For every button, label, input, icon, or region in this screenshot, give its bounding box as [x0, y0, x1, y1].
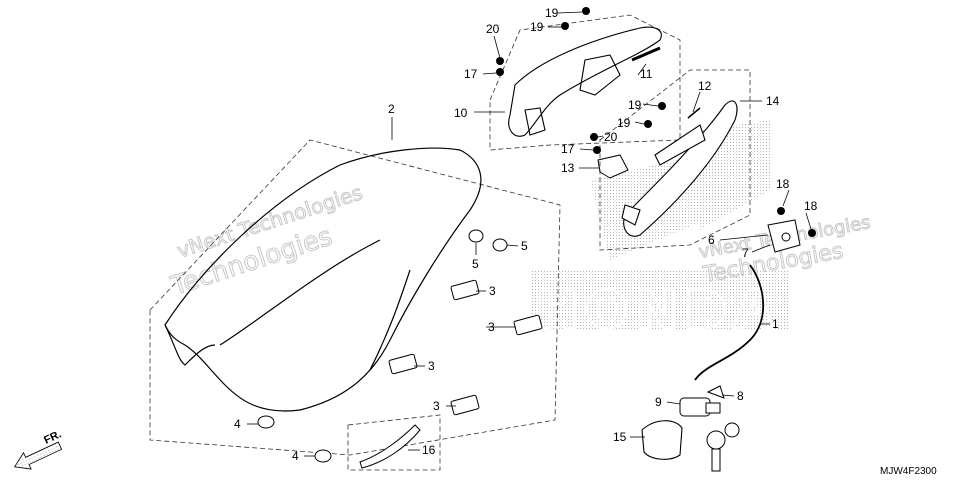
front-arrow-icon: [13, 441, 63, 470]
brand-logo-text: HONDA: [535, 281, 780, 341]
callout-8: 8: [737, 389, 744, 403]
callout-3-c: 3: [428, 359, 435, 373]
callout-3-a: 3: [489, 284, 496, 298]
rubber-strip: [631, 46, 661, 62]
callout-13: 13: [561, 161, 575, 175]
seat-band: [359, 424, 421, 469]
seat-lock: [767, 219, 801, 253]
callout-6: 6: [708, 233, 715, 247]
callout-2: 2: [388, 102, 395, 116]
seat-bracket: [597, 154, 629, 179]
callout-3-b: 3: [488, 320, 495, 334]
callout-10: 10: [454, 106, 468, 120]
callout-20-lower: 20: [604, 130, 618, 144]
grab-rail: [508, 26, 662, 137]
seat-assembly-outline: [149, 139, 561, 456]
callout-12: 12: [698, 79, 712, 93]
callout-5-right: 5: [521, 239, 528, 253]
callout-4-a: 4: [234, 417, 241, 431]
callout-19-mid: 19: [628, 98, 642, 112]
callout-14: 14: [766, 94, 780, 108]
bolt-12: [687, 107, 701, 119]
callout-17-upper: 17: [464, 67, 478, 81]
callout-19-lower: 19: [617, 116, 631, 130]
keys: [706, 422, 740, 472]
diagram-code: MJW4F2300: [880, 466, 937, 477]
callout-16: 16: [422, 443, 436, 457]
callout-3-d: 3: [433, 399, 440, 413]
front-label: FR.: [42, 428, 63, 446]
main-seat: [164, 147, 482, 412]
callout-4-b: 4: [292, 449, 299, 463]
callout-18-left: 18: [776, 177, 790, 191]
callout-20-upper: 20: [486, 22, 500, 36]
callout-1: 1: [772, 317, 779, 331]
callout-15: 15: [613, 430, 627, 444]
bolts: [496, 7, 816, 237]
callout-19-top: 19: [545, 6, 559, 20]
seat-band-outline: [347, 414, 441, 471]
callout-11: 11: [640, 67, 653, 81]
seat-lock-cable: [694, 264, 765, 381]
dampers: [257, 229, 508, 463]
grab-rail-assembly-outline: [489, 14, 681, 151]
cushions: [388, 279, 543, 416]
callout-7: 7: [742, 246, 749, 260]
callout-17-lower: 17: [561, 142, 575, 156]
callout-9: 9: [655, 395, 662, 409]
rear-cowl-assembly-outline: [599, 69, 751, 251]
callout-19-upper: 19: [530, 20, 544, 34]
lock-spring: [706, 385, 725, 399]
rear-cowl: [621, 100, 738, 237]
key-cylinder-cover: [641, 420, 683, 460]
callout-5-lower: 5: [472, 257, 479, 271]
key-cylinder: [679, 397, 721, 417]
callout-18-right: 18: [804, 199, 818, 213]
